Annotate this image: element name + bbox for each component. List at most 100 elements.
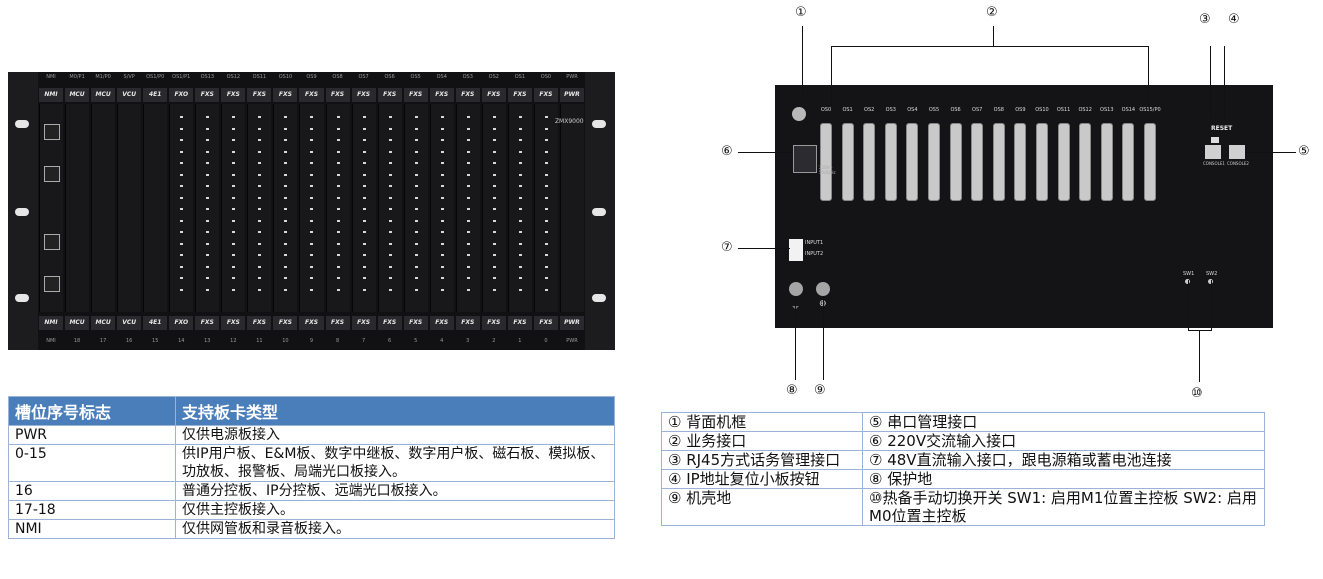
protect-ground-terminal bbox=[789, 282, 803, 296]
port-led bbox=[544, 208, 548, 210]
slot-bottom-card-label: FXS bbox=[221, 316, 246, 330]
port-led bbox=[414, 139, 418, 141]
slot-number-label: 5 bbox=[414, 338, 418, 344]
port-led bbox=[232, 162, 236, 164]
port-led bbox=[492, 242, 496, 245]
nmi-port bbox=[44, 276, 60, 292]
port-led bbox=[362, 162, 366, 164]
type-cell: 仅供网管板和录音板接入。 bbox=[175, 519, 615, 539]
slot-card-label: FXS bbox=[273, 88, 298, 102]
port-led bbox=[388, 116, 392, 118]
port-led bbox=[544, 196, 548, 199]
slot-faceplate bbox=[533, 104, 558, 312]
port-led bbox=[388, 162, 392, 164]
port-led bbox=[310, 127, 314, 130]
port-led bbox=[440, 219, 444, 222]
slot-faceplate bbox=[507, 104, 532, 312]
port-led bbox=[284, 185, 288, 187]
slot-bottom-card-label: 4E1 bbox=[143, 316, 168, 330]
port-led bbox=[518, 254, 522, 256]
port-led bbox=[362, 277, 366, 279]
slot-card-label: FXS bbox=[325, 88, 350, 102]
slot-bottom-card-label: FXS bbox=[195, 316, 220, 330]
slot-number-label: 16 bbox=[125, 338, 133, 344]
os-port-label: OS4 bbox=[907, 107, 918, 113]
port-led bbox=[258, 254, 262, 256]
port-led bbox=[388, 208, 392, 210]
port-led bbox=[232, 288, 236, 291]
slot-bottom-card-label: NMI bbox=[39, 316, 64, 330]
port-led bbox=[518, 288, 522, 291]
port-led bbox=[440, 139, 444, 141]
slot-faceplate bbox=[481, 104, 506, 312]
os-port-label: OS0 bbox=[820, 107, 832, 113]
legend-left-cell: ② 业务接口 bbox=[661, 431, 863, 451]
slot-number-label: 14 bbox=[178, 338, 185, 344]
port-led bbox=[258, 196, 262, 199]
callout-9: ⑨ bbox=[814, 383, 826, 398]
port-led bbox=[388, 254, 392, 256]
port-led bbox=[284, 242, 288, 245]
callout-line-1 bbox=[802, 26, 803, 94]
slot-top-label: OS10 bbox=[278, 74, 293, 80]
port-led bbox=[414, 208, 418, 210]
slot-top-label: OS2 bbox=[488, 74, 499, 80]
port-led bbox=[388, 242, 392, 245]
slot-top-label: OS6 bbox=[384, 74, 395, 80]
port-led bbox=[310, 277, 314, 279]
db-connector bbox=[928, 123, 940, 201]
port-led bbox=[466, 185, 470, 187]
os-port: OS8 bbox=[988, 107, 1010, 201]
db-connector bbox=[884, 123, 897, 201]
port-led bbox=[388, 139, 392, 141]
rear-screw bbox=[792, 107, 806, 121]
reset-button[interactable] bbox=[1211, 137, 1219, 143]
port-led bbox=[544, 231, 548, 233]
reset-label: RESET bbox=[1211, 125, 1233, 132]
slot-faceplate: ZMX9000 bbox=[555, 104, 584, 312]
port-led bbox=[544, 127, 548, 130]
dc-input-connector bbox=[789, 239, 803, 261]
port-led bbox=[284, 208, 288, 210]
slot-faceplate bbox=[65, 104, 90, 312]
port-led bbox=[492, 208, 496, 210]
port-led bbox=[544, 173, 548, 176]
port-led bbox=[258, 219, 262, 222]
port-led bbox=[310, 242, 314, 245]
sw1-switch[interactable] bbox=[1185, 279, 1190, 284]
port-led bbox=[284, 127, 288, 130]
port-led bbox=[466, 162, 470, 164]
port-led bbox=[362, 219, 366, 222]
port-led bbox=[232, 231, 236, 233]
callout-line-10c bbox=[1199, 330, 1200, 382]
port-led bbox=[414, 254, 418, 256]
port-led bbox=[180, 173, 184, 176]
os-port-label: OS2 bbox=[864, 107, 875, 113]
port-led bbox=[518, 231, 522, 233]
slot-top-label: OS9 bbox=[306, 74, 317, 80]
os-port: OS0 bbox=[815, 107, 837, 201]
legend-left-cell: ① 背面机框 bbox=[661, 412, 863, 432]
port-led bbox=[206, 288, 210, 291]
port-led bbox=[544, 242, 548, 245]
nmi-port bbox=[44, 166, 60, 182]
sw2-switch[interactable] bbox=[1208, 279, 1213, 284]
port-led bbox=[440, 277, 444, 279]
slot-top-label: OS8 bbox=[332, 74, 343, 80]
slot-top-label: M1/P0 bbox=[95, 74, 111, 80]
slot-number-label: 15 bbox=[152, 338, 159, 344]
console2-port bbox=[1229, 145, 1245, 159]
callout-line-2-right bbox=[1148, 46, 1149, 106]
port-led bbox=[258, 150, 262, 153]
callout-line-3 bbox=[1210, 46, 1211, 118]
sw2-label: SW2 bbox=[1206, 271, 1218, 277]
slot-bottom-card-label: FXS bbox=[507, 316, 532, 330]
port-led bbox=[362, 185, 366, 187]
slot-faceplate bbox=[377, 104, 402, 312]
slot-number-label: 9 bbox=[309, 338, 314, 344]
